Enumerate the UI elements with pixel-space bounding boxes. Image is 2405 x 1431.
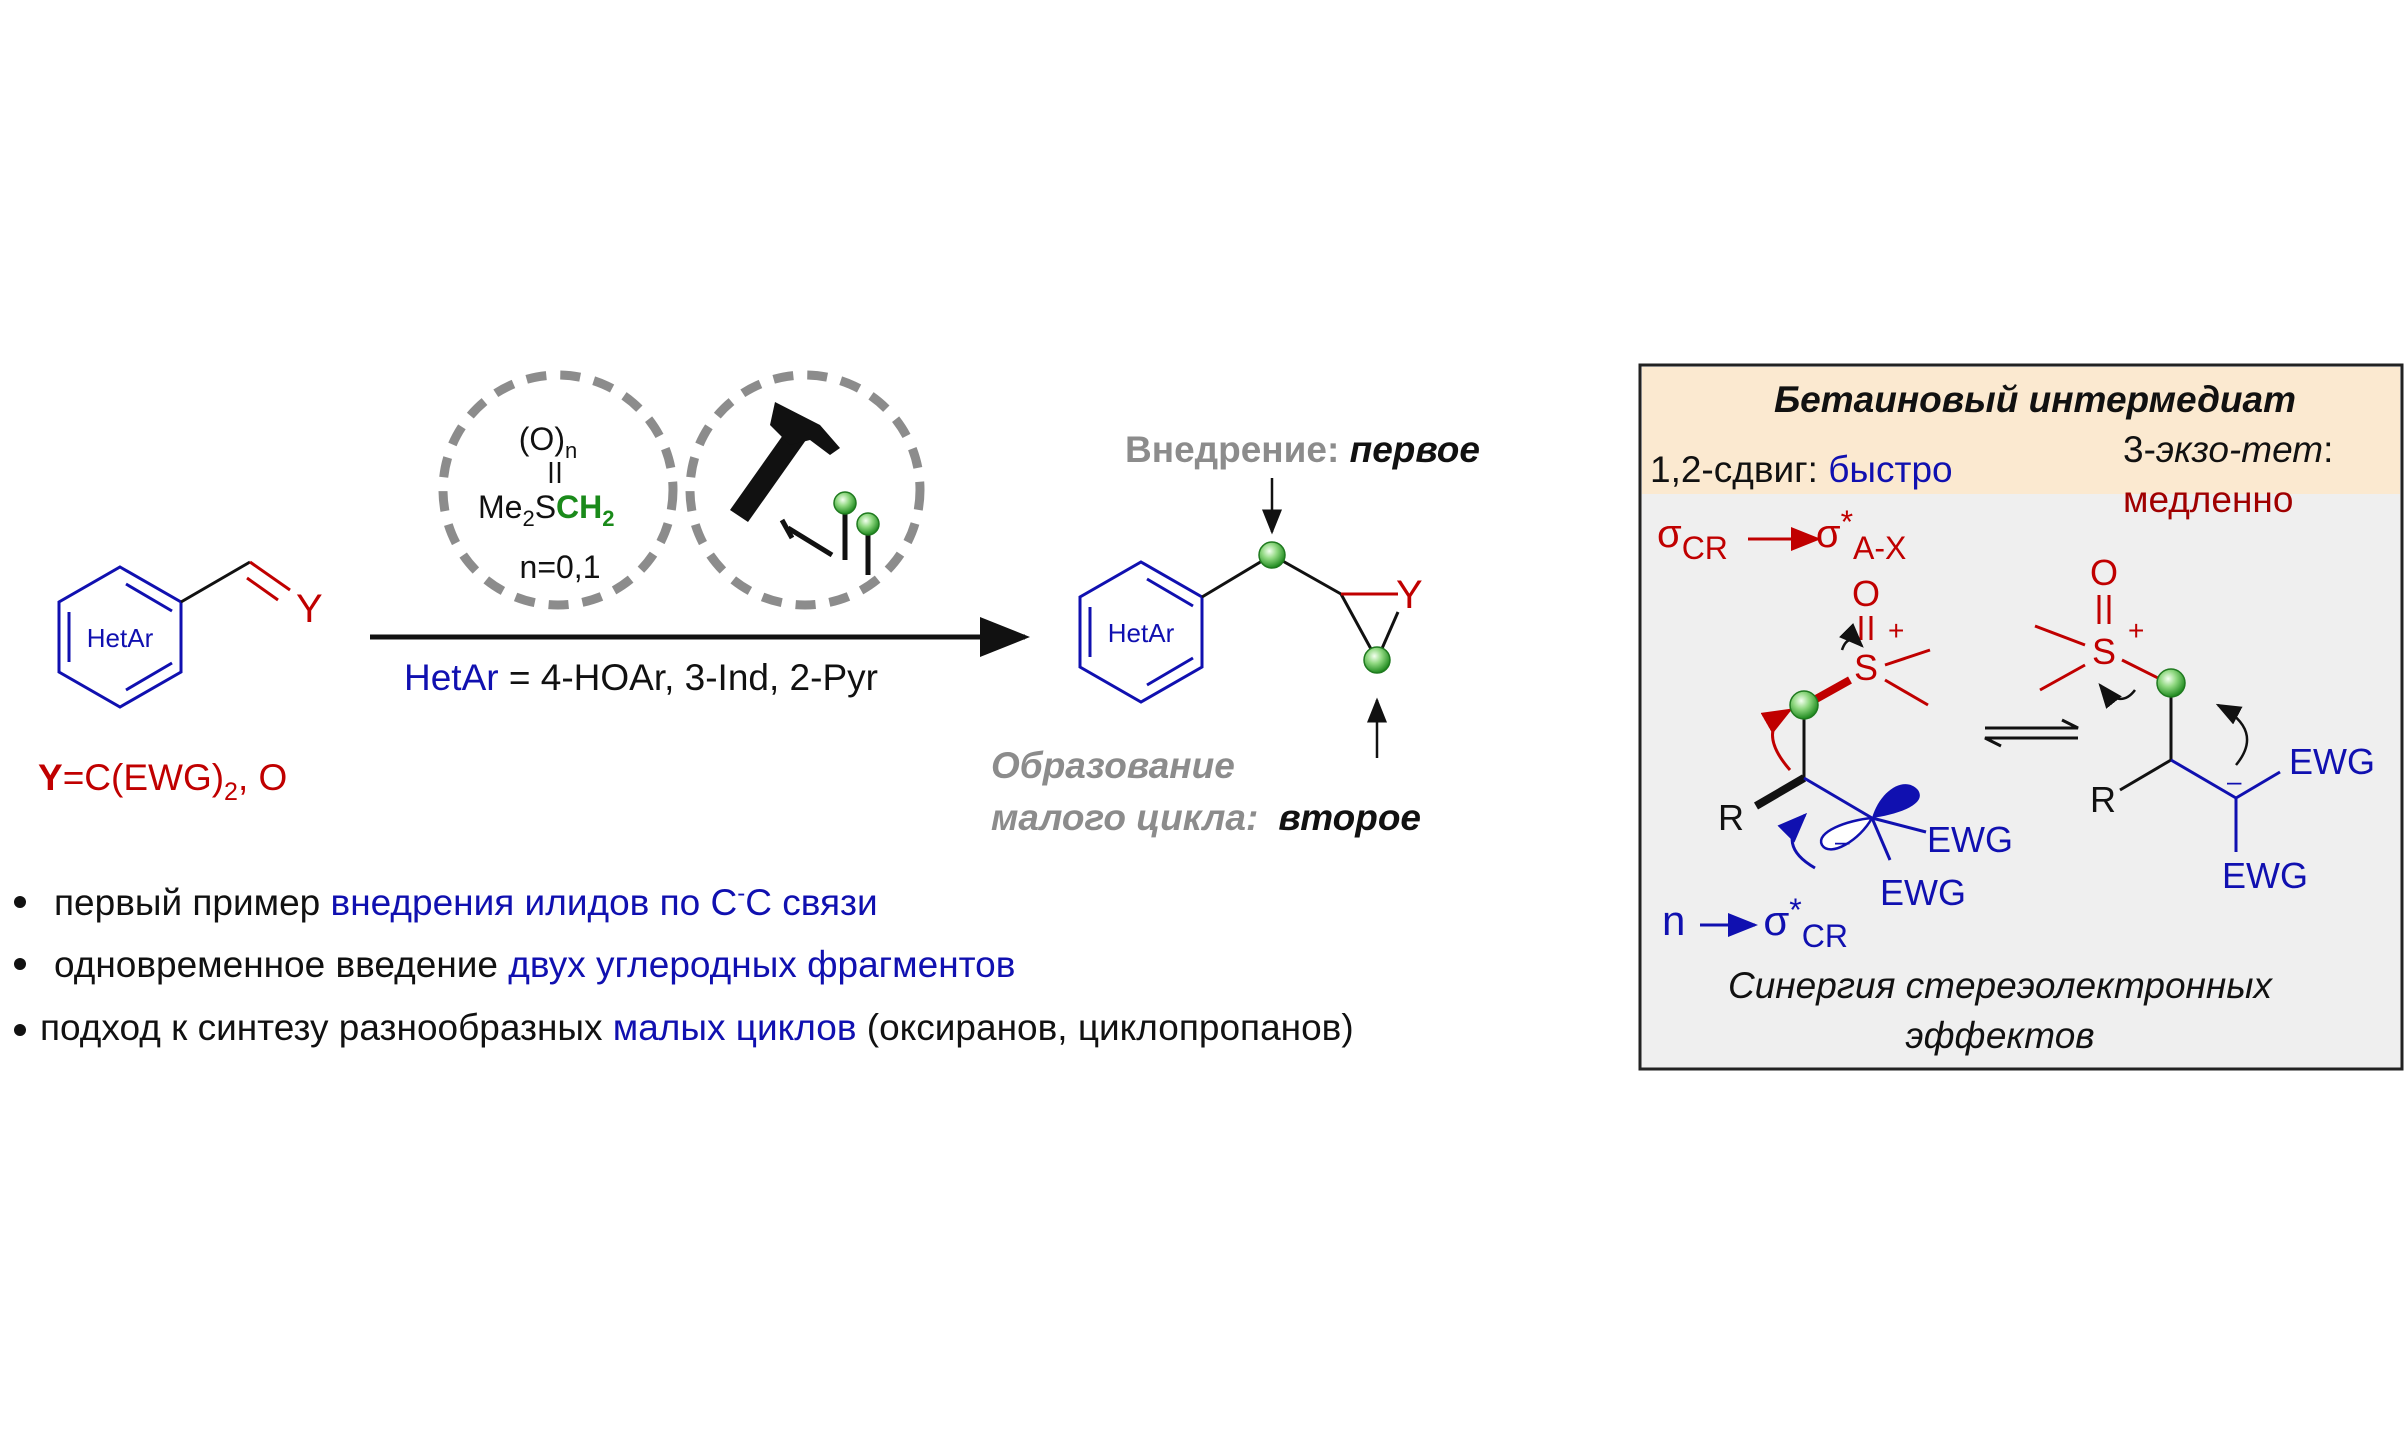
y-atom: Y: [296, 587, 323, 631]
p-orbital-lobe: [1819, 816, 1875, 851]
reactant: HetAr Y Y=C(EWG)2, O: [38, 560, 323, 806]
carbon-ball: [2156, 668, 2186, 698]
ring-label: HetAr: [87, 623, 154, 653]
y-atom: Y: [1396, 573, 1423, 617]
exo-speed: медленно: [2123, 479, 2293, 520]
shift-label: 1,2-сдвиг: быстро: [1650, 449, 1953, 490]
n-definition: n=0,1: [520, 549, 601, 585]
y-definition: Y=C(EWG)2, O: [38, 757, 287, 806]
double-bond: [249, 560, 291, 592]
hammer-icon: [730, 402, 840, 522]
conditions-text: HetAr = 4-HOAr, 3-Ind, 2-Pyr: [404, 657, 878, 698]
double-bond: [246, 576, 279, 602]
bullet-list: первый пример внедрения илидов по C-C св…: [14, 880, 1354, 1048]
ring-formation-line2: малого цикла:второе: [991, 797, 1421, 838]
ewg-label: EWG: [1927, 819, 2013, 860]
minus-charge: –: [1835, 826, 1850, 856]
product: HetAr Y Внедрение: первое Образование ма…: [991, 429, 1480, 838]
bullet-item: первый пример внедрения илидов по C-C св…: [54, 880, 878, 923]
ylide-formula: Me2SCH2: [478, 489, 615, 531]
insertion-label: Внедрение: первое: [1125, 429, 1480, 470]
bullet-item: подход к синтезу разнообразных малых цик…: [40, 1007, 1354, 1048]
betaine-intermediate-box: Бетаиновый интермедиат 1,2-сдвиг: быстро…: [1638, 363, 2404, 1071]
exo-label: 3-экзо-тет:: [2123, 429, 2333, 470]
tool-circle: [685, 370, 925, 610]
minus-charge: –: [2227, 766, 2242, 796]
ring-formation-line1: Образование: [991, 745, 1235, 786]
plus-charge: +: [1888, 615, 1904, 646]
carbon-ball: [1789, 690, 1819, 720]
reagent-circle: (O)n Me2SCH2 n=0,1: [438, 370, 678, 610]
oxygen-atom: O: [1852, 573, 1880, 614]
plus-charge: +: [2128, 615, 2144, 646]
ewg-label: EWG: [2289, 741, 2375, 782]
oxygen-atom: O: [2090, 552, 2118, 593]
r-group: R: [1718, 797, 1744, 838]
box-title: Бетаиновый интермедиат: [1774, 379, 2296, 420]
ring-label: HetAr: [1108, 618, 1175, 648]
caption-line1: Синергия стереэолектронных: [1728, 965, 2274, 1006]
oxo-label: (O)n: [519, 421, 577, 463]
equilibrium-arrows: [1984, 718, 2079, 748]
ewg-label: EWG: [2222, 855, 2308, 896]
pin-icons: [833, 491, 880, 575]
ewg-label: EWG: [1880, 872, 1966, 913]
sulfur-atom: S: [2092, 631, 2116, 672]
caption-line2: эффектов: [1905, 1015, 2094, 1056]
inserted-carbon-ball: [1258, 541, 1286, 569]
sulfur-atom: S: [1854, 647, 1878, 688]
bullet-item: одновременное введение двух углеродных ф…: [54, 944, 1015, 985]
nail-icon: [779, 518, 834, 558]
r-group: R: [2090, 779, 2116, 820]
ring-carbon-ball: [1363, 646, 1391, 674]
bond: [180, 560, 251, 604]
p-orbital-lobe: [1872, 784, 1920, 818]
